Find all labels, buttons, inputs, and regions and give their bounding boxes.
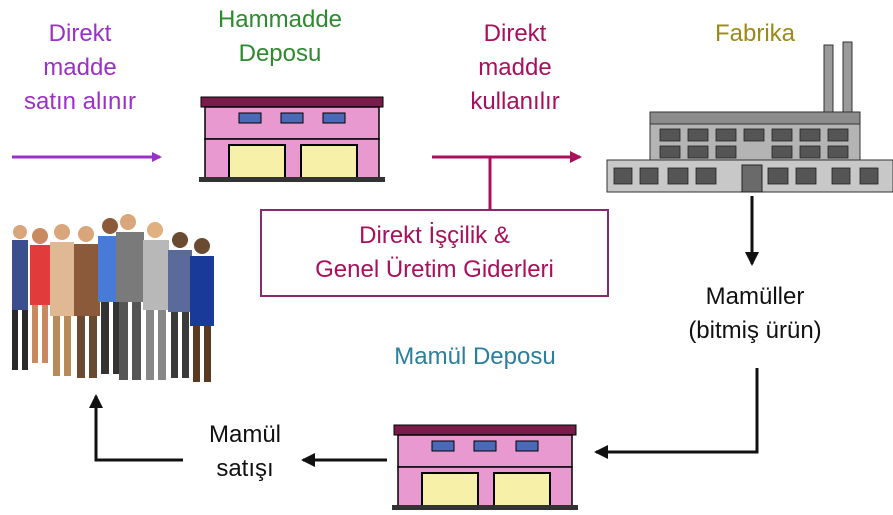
- label-direct-material-purchase: Direkt madde satın alınır: [0, 17, 160, 119]
- label-finished-goods-warehouse: Mamül Deposu: [394, 343, 556, 370]
- label-line: Deposu: [238, 40, 322, 67]
- arrow-products-to-warehouse: [594, 368, 759, 459]
- label-line: Mamüller: [705, 283, 805, 310]
- costs-box: [260, 209, 609, 297]
- label-line: (bitmiş ürün): [688, 317, 822, 344]
- label-line: kullanılır: [470, 88, 560, 115]
- warehouse-icon: [199, 96, 385, 182]
- people-group-icon: [12, 214, 214, 382]
- label-line: Direkt İşçilik &: [359, 222, 510, 249]
- label-line: Mamül: [208, 421, 281, 448]
- label-finished-products: Mamüller (bitmiş ürün): [655, 280, 855, 348]
- label-raw-material-warehouse: Hammadde Deposu: [200, 3, 360, 71]
- label-line: satın alınır: [23, 88, 137, 115]
- label-line: Direkt: [48, 20, 112, 47]
- label-line: madde: [478, 54, 552, 81]
- label-direct-material-usage: Direkt madde kullanılır: [435, 17, 595, 119]
- label-factory: Fabrika: [714, 20, 796, 47]
- label-product-sales: Mamül satışı: [180, 418, 310, 486]
- label-line: satışı: [216, 455, 274, 482]
- arrow-sales-to-customers: [89, 394, 183, 462]
- label-labor-overhead-costs: Direkt İşçilik & Genel Üretim Giderleri: [260, 219, 609, 287]
- label-line: madde: [43, 54, 117, 81]
- warehouse-icon: [392, 424, 578, 510]
- label-line: Genel Üretim Giderleri: [315, 256, 554, 283]
- factory-icon: [606, 41, 893, 193]
- label-line: Hammadde: [217, 6, 343, 33]
- label-line: Direkt: [483, 20, 547, 47]
